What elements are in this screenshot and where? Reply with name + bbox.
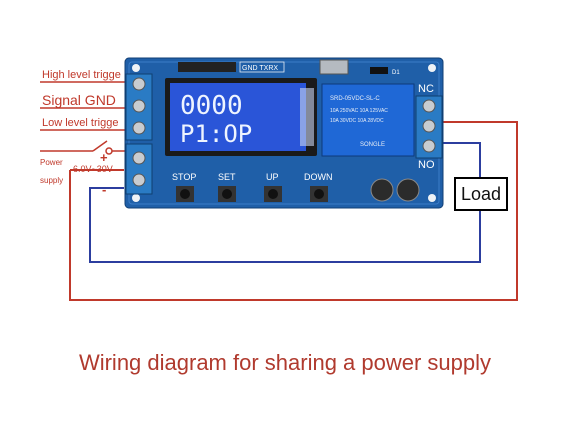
plus-label: + [100, 150, 108, 165]
led-label: D1 [392, 70, 400, 76]
header-pin-label: GND TXRX [242, 65, 278, 72]
mount-hole [132, 64, 140, 72]
terminal-screw [422, 119, 436, 133]
voltage-label: 6.0V~30V [73, 164, 113, 174]
diagram-caption: Wiring diagram for sharing a power suppl… [78, 350, 492, 375]
nc-label: NC [418, 83, 434, 95]
switch-lever [92, 140, 108, 152]
terminal-screw [132, 77, 146, 91]
low-trigger-label: Low level trigge [42, 117, 119, 129]
header-silk [239, 61, 285, 73]
down-label: DOWN [304, 172, 333, 182]
supply-label: supply [40, 176, 64, 185]
down-button[interactable] [314, 189, 324, 199]
lcd-line-1: 0000 [180, 91, 243, 121]
relay-model: SRD-05VDC-SL-C [330, 96, 380, 102]
mount-hole [428, 194, 436, 202]
blue-wire [89, 187, 481, 263]
red-wire [69, 121, 518, 301]
load-box: Load [454, 177, 508, 211]
signal-gnd-label: Signal GND [42, 92, 116, 108]
minus-label: - [102, 182, 107, 197]
led [370, 67, 388, 74]
power-label: Power [40, 158, 63, 167]
terminal-screw [422, 99, 436, 113]
blue-wire-relay [440, 142, 481, 177]
set-button[interactable] [222, 189, 232, 199]
usb-port [319, 59, 349, 75]
stop-button[interactable] [180, 189, 190, 199]
stop-label: STOP [172, 172, 196, 182]
lcd-line-2: P1:OP [180, 120, 252, 148]
capacitor [370, 178, 394, 202]
terminal-screw [132, 99, 146, 113]
relay [321, 83, 415, 157]
terminal-screw [132, 173, 146, 187]
up-label: UP [266, 172, 279, 182]
lcd-glare [300, 88, 314, 146]
mount-hole [132, 194, 140, 202]
high-trigger-label: High level trigge [42, 69, 121, 81]
mount-hole [428, 64, 436, 72]
relay-brand: SONGLE [360, 142, 385, 148]
pin-header [178, 62, 236, 72]
terminal-screw [422, 139, 436, 153]
capacitor [396, 178, 420, 202]
terminal-screw [132, 121, 146, 135]
set-label: SET [218, 172, 236, 182]
lcd-screen [170, 83, 306, 151]
no-label: NO [418, 159, 435, 171]
terminal-screw [132, 151, 146, 165]
relay-rating-2: 10A 30VDC 10A 28VDC [330, 118, 384, 124]
up-button[interactable] [268, 189, 278, 199]
relay-rating-1: 10A 250VAC 10A 125VAC [330, 108, 388, 114]
